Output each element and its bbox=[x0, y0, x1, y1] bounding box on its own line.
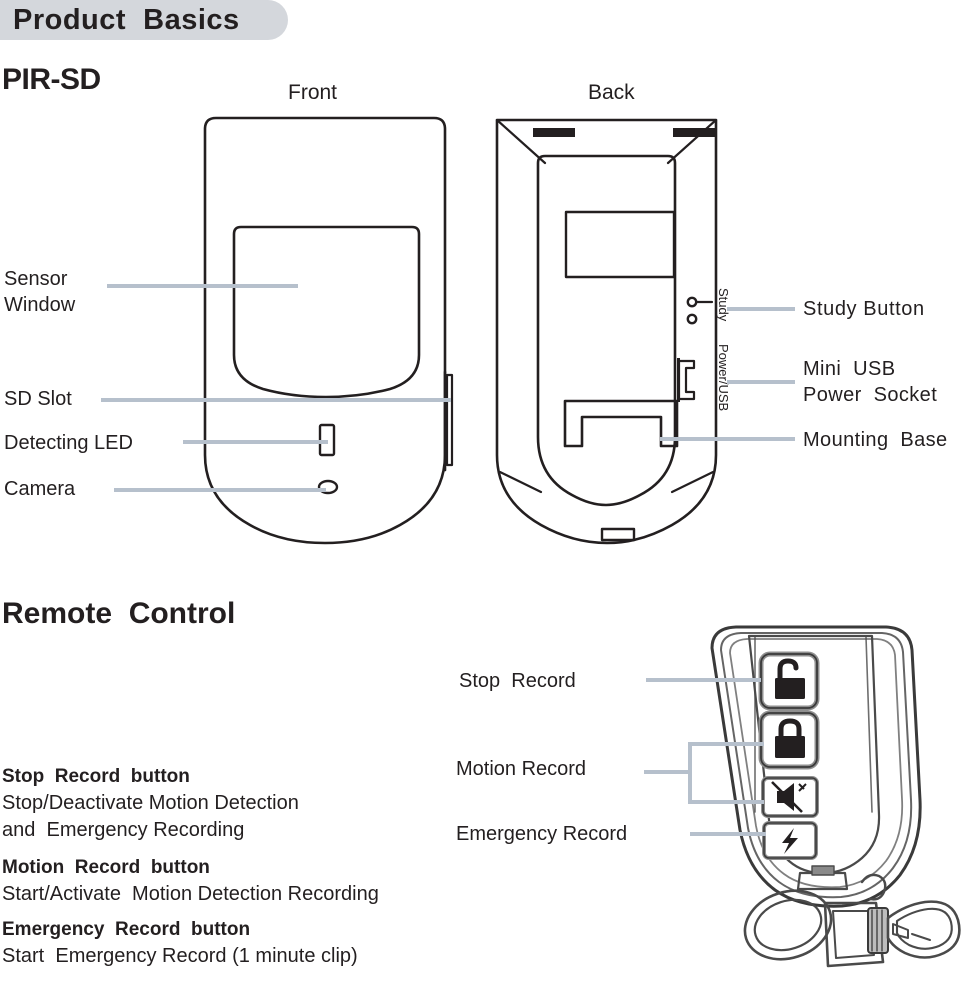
description-line: Start Emergency Record (1 minute clip) bbox=[2, 945, 358, 967]
model-heading: PIR-SD bbox=[2, 63, 101, 96]
leader-camera bbox=[114, 488, 326, 492]
back-label-rect bbox=[564, 210, 676, 279]
callout-study-button: Study Button bbox=[803, 298, 925, 320]
mount-tab-right bbox=[673, 128, 715, 137]
study-led-dot-2 bbox=[686, 313, 698, 325]
clasp-lever bbox=[911, 933, 931, 941]
callout-mounting-base: Mounting Base bbox=[803, 429, 948, 451]
silkscreen-power-usb-label: Power/USB bbox=[716, 344, 731, 412]
unlock-padlock-icon bbox=[775, 658, 805, 699]
callout-motion-record: Motion Record bbox=[456, 758, 587, 780]
remote-control-heading: Remote Control bbox=[2, 597, 236, 630]
front-view-caption: Front bbox=[288, 81, 338, 104]
description-title: Motion Record button bbox=[2, 857, 210, 878]
fob-outer-shell bbox=[710, 625, 922, 908]
keyring-assembly bbox=[743, 873, 961, 968]
lobster-clasp-outer bbox=[886, 900, 961, 959]
leader-detecting-led bbox=[183, 440, 328, 444]
leader-sd-slot bbox=[101, 398, 451, 402]
leader-emergency-record bbox=[690, 832, 766, 836]
description-line: Stop/Deactivate Motion Detection bbox=[2, 792, 299, 814]
back-inner-plate bbox=[536, 154, 677, 507]
description-title: Stop Record button bbox=[2, 766, 190, 787]
callout-mini-usb-power-socket: Mini USB Power Socket bbox=[803, 358, 938, 406]
back-bevel-left bbox=[495, 118, 547, 165]
remote-button-stop-record bbox=[758, 651, 820, 711]
split-ring-outer bbox=[743, 889, 833, 961]
split-ring-inner bbox=[753, 898, 823, 952]
lobster-clasp-inner bbox=[895, 907, 953, 950]
description-motion-record: Motion Record button Start/Activate Moti… bbox=[2, 855, 379, 908]
mini-usb-port-shape bbox=[677, 359, 696, 401]
back-outer-shell bbox=[495, 118, 718, 545]
leader-mini-usb bbox=[727, 380, 795, 384]
leader-motion-record-branch-bottom bbox=[688, 800, 764, 804]
swivel-link-inner bbox=[832, 910, 875, 959]
remote-button-motion-record bbox=[758, 710, 820, 770]
callout-sd-slot: SD Slot bbox=[4, 388, 72, 410]
description-title: Emergency Record button bbox=[2, 919, 251, 940]
back-bottom-slot bbox=[600, 527, 636, 542]
clasp-gate bbox=[892, 923, 909, 939]
leader-study-button bbox=[727, 307, 795, 311]
section-banner bbox=[0, 0, 288, 40]
lightning-bolt-icon bbox=[782, 828, 798, 854]
fob-neck bbox=[796, 871, 849, 891]
leader-stop-record bbox=[646, 678, 761, 682]
description-emergency-record: Emergency Record button Start Emergency … bbox=[2, 917, 358, 970]
callout-camera: Camera bbox=[4, 478, 76, 500]
leader-sensor-window bbox=[107, 284, 298, 288]
fob-face-panel bbox=[747, 634, 881, 875]
back-bevel-lower-left bbox=[498, 470, 543, 494]
description-line: and Emergency Recording bbox=[2, 819, 245, 841]
front-housing bbox=[203, 116, 447, 545]
study-led-dot-1 bbox=[686, 296, 698, 308]
sensor-window-shape bbox=[232, 225, 421, 399]
leader-motion-record-stub bbox=[644, 770, 690, 774]
back-view-caption: Back bbox=[588, 81, 635, 104]
sd-slot-shape bbox=[445, 373, 454, 467]
description-stop-record: Stop Record button Stop/Deactivate Motio… bbox=[2, 764, 299, 844]
callout-detecting-led: Detecting LED bbox=[4, 432, 133, 454]
swivel-link-outer bbox=[823, 901, 885, 968]
callout-emergency-record: Emergency Record bbox=[456, 823, 628, 845]
clasp-eye bbox=[860, 873, 887, 901]
leader-motion-record-branch-top bbox=[688, 742, 764, 746]
page-title: Product Basics bbox=[13, 4, 240, 36]
callout-sensor-window: Sensor Window bbox=[4, 268, 76, 316]
back-bevel-lower-right bbox=[670, 470, 715, 494]
remote-button-emergency-record bbox=[762, 821, 818, 860]
remote-button-mute bbox=[761, 776, 819, 818]
mute-speaker-icon bbox=[771, 781, 807, 813]
callout-stop-record: Stop Record bbox=[459, 670, 576, 692]
lock-padlock-icon bbox=[775, 718, 805, 758]
mount-tab-left bbox=[533, 128, 575, 137]
description-line: Start/Activate Motion Detection Recordin… bbox=[2, 883, 379, 905]
silkscreen-study-label: Study bbox=[716, 288, 731, 322]
leader-mounting-base bbox=[660, 437, 795, 441]
leader-motion-record-bracket-vertical bbox=[688, 742, 692, 804]
back-bevel-right bbox=[666, 118, 718, 165]
